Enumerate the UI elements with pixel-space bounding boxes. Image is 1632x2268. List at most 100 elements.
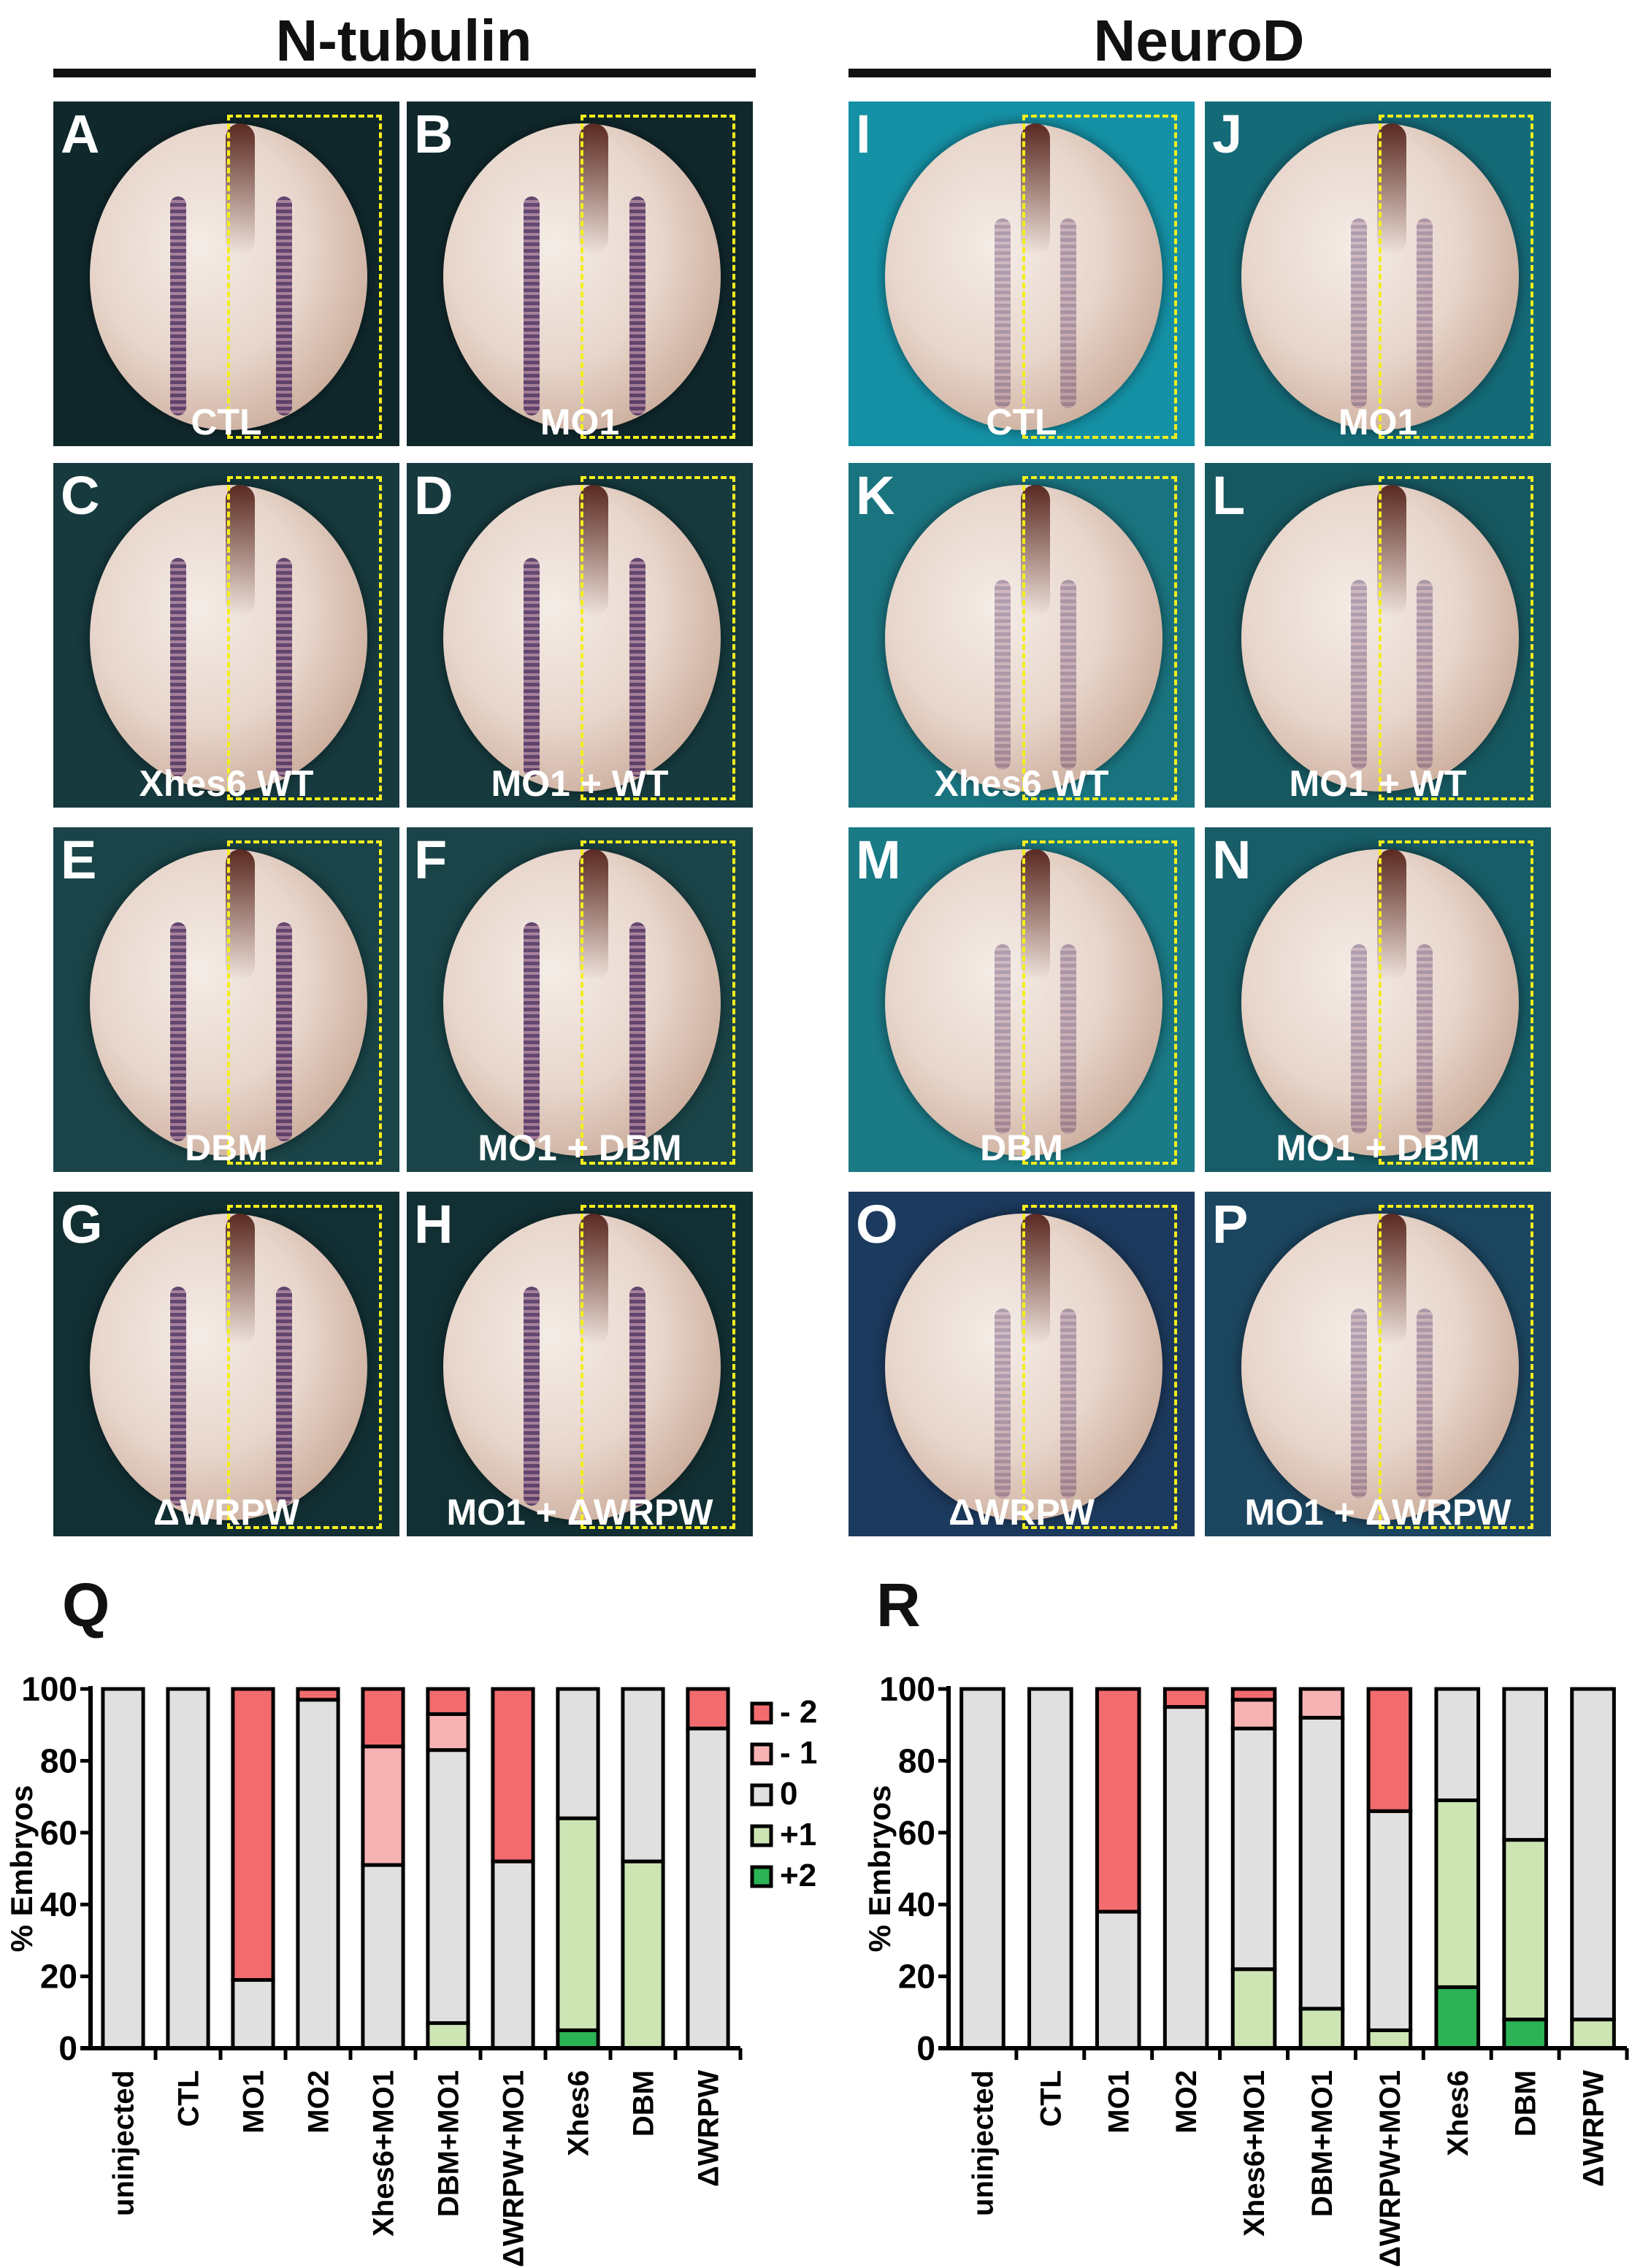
bar-segment--2 [1095, 1687, 1141, 1914]
midline [226, 485, 255, 616]
panel-condition-label: CTL [986, 402, 1057, 443]
bar-segment-0 [166, 1687, 210, 2050]
panel-letter: C [61, 465, 100, 526]
x-tick-label: Xhes6 [1442, 2070, 1474, 2156]
bar-segment-0 [621, 1687, 665, 1863]
x-tick-label: Xhes6+MO1 [368, 2070, 400, 2237]
chart-label-r: R [876, 1571, 921, 1639]
injected-side-box [227, 1205, 382, 1529]
bar-segment-0 [426, 1748, 470, 2026]
bar-segment-0 [959, 1687, 1005, 2050]
midline [1377, 485, 1406, 616]
panel-condition-label: ΔWRPW [153, 1492, 299, 1533]
expression-stripe [1060, 944, 1076, 1134]
expression-stripe [1417, 580, 1433, 770]
expression-stripe [995, 580, 1011, 770]
legend-label: +2 [780, 1858, 816, 1893]
column-title-n-tubulin: N-tubulin [275, 8, 532, 73]
bar-segment-0 [1366, 1809, 1413, 2032]
y-tick-label: 0 [58, 2029, 77, 2067]
bar-segment-+1 [1502, 1838, 1548, 2022]
midline [226, 123, 255, 255]
legend-label: 0 [780, 1776, 797, 1812]
panel-condition-label: Xhes6 WT [139, 763, 314, 804]
expression-stripe [524, 1287, 540, 1506]
injected-side-box [227, 476, 382, 800]
panel-letter: F [414, 830, 448, 890]
y-tick-label: 40 [40, 1885, 77, 1923]
y-tick-label: 40 [898, 1885, 935, 1923]
midline [1021, 123, 1050, 255]
panel-condition-label: MO1 [1338, 402, 1418, 443]
expression-stripe [524, 558, 540, 777]
bar-segment--2 [296, 1687, 340, 1702]
x-tick-label: DBM [1510, 2070, 1542, 2137]
x-tick-label: uninjected [967, 2070, 999, 2216]
expression-stripe [524, 922, 540, 1141]
midline [1021, 485, 1050, 616]
bar-segment--2 [1366, 1687, 1413, 1813]
panel-condition-label: MO1 + DBM [1276, 1127, 1480, 1168]
y-tick-label: 60 [898, 1814, 935, 1852]
expression-stripe [276, 922, 292, 1141]
y-tick-label: 20 [898, 1958, 935, 1996]
expression-stripe [1417, 218, 1433, 408]
panel-letter: J [1212, 104, 1243, 164]
bar-segment--2 [491, 1687, 535, 1863]
panel-letter: M [856, 830, 901, 890]
y-tick-label: 100 [21, 1670, 77, 1708]
panel-letter: O [856, 1194, 898, 1254]
bar-segment-0 [1570, 1687, 1616, 2022]
x-tick-label: MO1 [1103, 2070, 1135, 2134]
bar-segment-0 [491, 1859, 535, 2050]
midline [579, 849, 608, 981]
x-tick-label: CTL [1035, 2070, 1067, 2127]
injected-side-box [1379, 476, 1533, 800]
bar-segment-+2 [1434, 1985, 1481, 2050]
bar-segment-+1 [1570, 2018, 1616, 2050]
bar-segment-0 [1298, 1715, 1345, 2011]
midline [1021, 1214, 1050, 1345]
y-tick-label: 60 [40, 1814, 77, 1852]
expression-stripe [1351, 218, 1367, 408]
bar-segment-+1 [556, 1816, 600, 2032]
panel-letter: I [856, 104, 871, 164]
legend-swatch [750, 1742, 773, 1766]
legend-label: - 1 [780, 1735, 817, 1771]
x-tick-label: MO2 [303, 2070, 335, 2134]
midline [579, 1214, 608, 1345]
legend-swatch [750, 1701, 773, 1725]
bar-segment-0 [1230, 1726, 1277, 1972]
x-tick-label: DBM+MO1 [1306, 2070, 1338, 2217]
x-tick-label: ΔWRPW+MO1 [1374, 2070, 1406, 2267]
bar-segment-0 [1502, 1687, 1548, 1842]
expression-stripe [1417, 1309, 1433, 1498]
bar-segment-0 [1162, 1705, 1209, 2050]
legend-swatch [750, 1783, 773, 1807]
panel-condition-label: MO1 + WT [1289, 763, 1467, 804]
y-tick-label: 100 [879, 1670, 935, 1708]
bar-segment--2 [1162, 1687, 1209, 1709]
bar-segment--1 [426, 1712, 470, 1752]
expression-stripe [629, 558, 645, 777]
expression-stripe [1417, 944, 1433, 1134]
injected-side-box [1022, 476, 1177, 800]
panel-condition-label: MO1 + WT [491, 763, 669, 804]
bar-segment--2 [361, 1687, 405, 1749]
injected-side-box [581, 476, 735, 800]
bar-segment-+1 [1366, 2028, 1413, 2050]
panel-letter: E [61, 830, 97, 890]
x-tick-label: MO2 [1171, 2070, 1203, 2134]
expression-stripe [276, 196, 292, 415]
legend-label: +1 [780, 1817, 816, 1853]
midline [1021, 849, 1050, 981]
column-title-neurod: NeuroD [1093, 8, 1305, 73]
injected-side-box [581, 1205, 735, 1529]
y-tick-label: 0 [916, 2029, 935, 2067]
panel-condition-label: DBM [185, 1127, 268, 1168]
expression-stripe [170, 196, 186, 415]
panel-condition-label: DBM [980, 1127, 1063, 1168]
